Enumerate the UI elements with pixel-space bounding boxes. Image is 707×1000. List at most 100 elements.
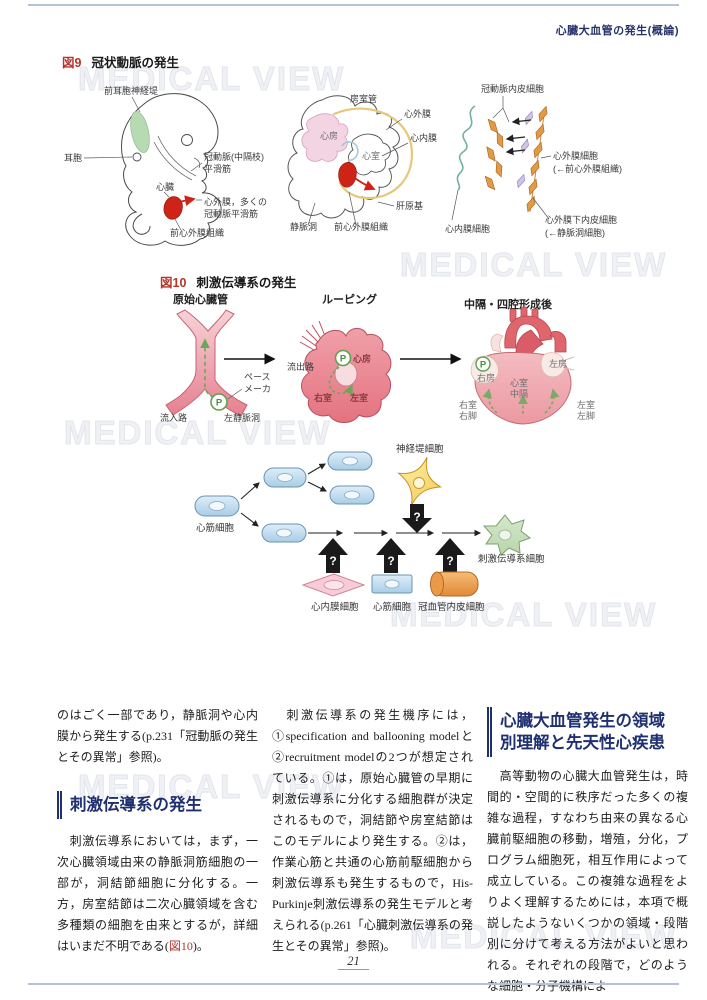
branch-arrows (240, 463, 327, 527)
label-coronary-endothelium: 冠動脈内皮細胞 (481, 83, 544, 94)
fig10-stage3: P 右房 左房 心室 中隔 右室 右脚 左室 左脚 (459, 306, 595, 425)
red-arrow (177, 195, 196, 206)
col3-p1-text: 高等動物の心臓大血管発生は，時間的・空間的に秩序だった多くの複雑な過程，すなわち… (487, 769, 688, 993)
pulmonary-veins (564, 356, 575, 371)
section-heading-regions: 心臓大血管発生の領域 別理解と先天性心疾患 (487, 707, 665, 757)
endocardium-wavy-line (456, 105, 476, 191)
label-epicardium-1: 心外膜，多くの (204, 196, 267, 207)
question-up-arrows: ? ? ? (318, 538, 465, 573)
label-coronary-2: 平滑筋 (204, 163, 231, 174)
label-epicardium-2: 冠動脈平滑筋 (204, 208, 258, 219)
watermark: MEDICAL VIEW (77, 60, 346, 98)
pacemaker-circle (475, 356, 491, 372)
label-ra: 右房 (477, 372, 495, 383)
pacemaker-circle (210, 393, 228, 411)
label-av-canal: 房室管 (350, 93, 377, 104)
question-mark: ? (446, 554, 453, 568)
label-endocardial-cells: 心内膜細胞 (445, 223, 490, 234)
label-rv-1: 右室 (459, 399, 477, 410)
label-epicardium: 心外膜 (404, 108, 431, 119)
label-lv-1: 左室 (577, 399, 595, 410)
stage-arrow-2 (400, 353, 462, 365)
question-mark: ? (413, 510, 420, 524)
label-inflow: 流入路 (160, 412, 187, 423)
column-2-paragraph: 刺激伝導系の発生機序には，①specification and ballooni… (272, 705, 473, 957)
top-rule (28, 4, 679, 6)
label-epicardial-cells-1: 心外膜細胞 (553, 150, 598, 161)
fig10-tag: 図10 (160, 276, 187, 290)
section-heading-conduction: 刺激伝導系の発生 (57, 791, 202, 819)
bracket (492, 96, 510, 123)
col1-p2-tail: )。 (192, 939, 209, 953)
fig9-title: 冠状動脈の発生 (91, 56, 179, 70)
label-lv: 左室 (349, 392, 368, 403)
watermark: MEDICAL VIEW (77, 768, 346, 806)
label-rv: 右室 (313, 392, 332, 403)
fig9-tag: 図9 (62, 56, 82, 70)
question-mark: ? (329, 554, 336, 568)
tube-leader-lines (307, 118, 409, 226)
fig10-stage1: P ペース メーカ 流入路 左静脈洞 (160, 309, 271, 423)
stage-arrow-1 (224, 353, 276, 365)
myocyte-cell-bottom (371, 574, 413, 594)
pacemaker-p: P (216, 398, 223, 409)
question-mark: ? (387, 554, 394, 568)
red-arrow (351, 175, 376, 191)
pacemaker-circle (334, 349, 352, 367)
coronary-endothelium-cylinder (430, 571, 479, 597)
label-epicardial-cells-2: (←前心外膜組織) (553, 163, 622, 174)
bottom-rule (28, 983, 679, 985)
column-3-paragraph: 高等動物の心臓大血管発生は，時間的・空間的に秩序だった多くの複雑な過程，すなわち… (487, 766, 688, 997)
label-pacemaker-1: ペース (244, 372, 271, 382)
label-neural-crest: 神経堤細胞 (396, 443, 444, 455)
otic-vesicle (132, 152, 142, 162)
label-ventricle: 心室 (362, 150, 380, 161)
epicardium-curve (332, 107, 414, 200)
label-liver-bud: 肝原基 (396, 200, 423, 211)
label-cardiomyocyte: 心筋細胞 (196, 522, 235, 534)
outflow-striations (299, 320, 326, 351)
label-left-sinus: 左静脈洞 (224, 412, 260, 423)
label-endocardium: 心内膜 (410, 132, 437, 143)
watermark: MEDICAL VIEW (389, 596, 658, 634)
label-lv-2: 左脚 (577, 410, 595, 421)
label-coronary-endothelium: 冠血管内皮細胞 (418, 601, 485, 613)
neural-crest-patch (130, 111, 150, 153)
label-proepicardium: 前心外膜組織 (334, 221, 388, 232)
embryo-leader-lines (83, 96, 203, 233)
embryo-outline (121, 93, 222, 246)
atrium-region (301, 113, 349, 162)
label-proepicardium: 前心外膜組織 (170, 227, 224, 238)
label-sinus-venosus: 静脈洞 (290, 221, 317, 232)
col3-heading-line1: 心臓大血管発生の領域 (500, 712, 665, 730)
conduction-cell (482, 514, 532, 556)
label-preotic-crest: 前耳胞神経堤 (104, 85, 158, 96)
fig9-cells-panel: 冠動脈内皮細胞 心外膜細胞 (←前心外膜組織) 心外膜下内皮細胞 (←静脈洞細胞… (445, 83, 622, 238)
endocardium-curve (341, 141, 359, 161)
fig9-embryo-panel: 前耳胞神経堤 耳胞 冠動脈(中隔枝) 平滑筋 心臓 心外膜，多くの 冠動脈平滑筋… (64, 85, 267, 246)
stage3-title: 中隔・四腔形成後 (464, 299, 552, 311)
label-heart: 心臓 (156, 182, 174, 192)
label-subepicardial-endo-2: (←静脈洞細胞) (545, 227, 605, 238)
label-rv-2: 右脚 (459, 410, 477, 421)
proepicardium-blob (338, 162, 357, 188)
col2-p1-text: 刺激伝導系の発生機序には，①specification and ballooni… (272, 708, 473, 953)
fig10-reference: 図10 (168, 939, 193, 953)
heart-blob (163, 196, 183, 220)
purple-cells (517, 110, 533, 189)
fig10-stage2: P 心房 流出路 右室 左室 (287, 320, 392, 423)
epicardium-cell-line (529, 107, 546, 213)
col1-p2-text: 刺激伝導系においては，まず，一次心臓領域由来の静脈洞筋細胞の一部が，洞結節細胞に… (57, 834, 258, 953)
orange-cells (484, 105, 548, 213)
stage2-title: ルーピング (322, 294, 377, 306)
stage1-title: 原始心臓管 (173, 294, 228, 306)
label-myocyte-bottom: 心筋細胞 (373, 601, 412, 613)
watermark: MEDICAL VIEW (409, 918, 678, 956)
conduction-arrows (482, 388, 560, 414)
left-atrium (540, 352, 566, 378)
column-1-paragraph-2: 刺激伝導系においては，まず，一次心臓領域由来の静脈洞筋細胞の一部が，洞結節細胞に… (57, 831, 258, 957)
label-endocardial-cell: 心内膜細胞 (311, 601, 359, 613)
running-header: 心臓大血管の発生(概論) (555, 25, 679, 37)
